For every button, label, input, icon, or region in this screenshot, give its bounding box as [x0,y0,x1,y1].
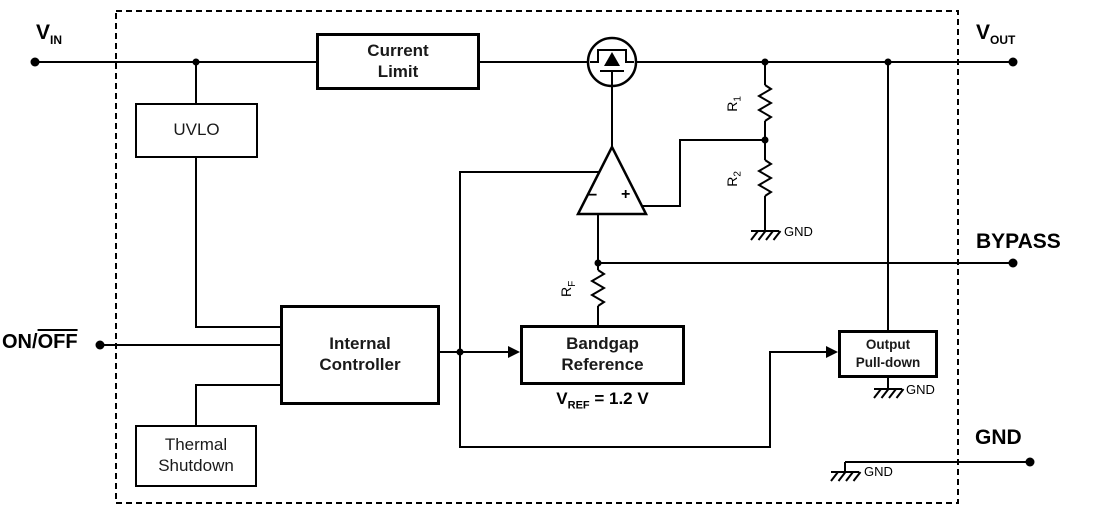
gnd-text-divider: GND [784,224,813,239]
pin-label-on-off: ON/OFF [2,331,78,354]
pin-label-bypass: BYPASS [976,230,1061,253]
block-uvlo: UVLO [135,103,258,158]
vref-symbol: V [556,389,568,408]
junction-dots [192,58,892,356]
ground-symbol-divider [750,220,782,241]
block-bandgap-reference: Bandgap Reference [520,325,685,385]
ic-boundary [115,10,959,504]
onoff-overlined: OFF [37,331,78,353]
signal-arrows [508,346,838,358]
block-current-limit: Current Limit [316,33,480,90]
resistor-label-rf: RF [558,281,578,297]
vout-symbol: V [976,21,991,44]
pin-terminal-dots [30,57,1035,467]
resistor-rf-icon [590,269,606,307]
vref-annotation: VREF = 1.2 V [500,389,705,411]
r1-subscript: 1 [732,96,744,102]
resistor-label-r2: R2 [724,171,744,187]
vref-value: = 1.2 V [589,389,649,408]
resistor-r2-icon [757,159,773,197]
resistor-r1-icon [757,84,773,122]
rf-symbol: R [558,286,575,298]
pin-label-gnd: GND [975,426,1022,449]
r1-symbol: R [723,101,740,112]
gnd-text-pin: GND [864,464,893,479]
amp-noninverting-input-sign: + [621,186,631,203]
block-internal-controller: Internal Controller [280,305,440,405]
r2-subscript: 2 [732,171,744,177]
ground-symbol-pulldown [873,378,905,399]
vin-symbol: V [36,21,51,44]
vin-subscript: IN [50,33,63,48]
pass-transistor-icon [586,36,638,88]
block-output-pulldown: Output Pull-down [838,330,938,378]
error-amplifier-icon [575,144,649,216]
vref-subscript: REF [567,399,590,412]
vout-subscript: OUT [990,33,1016,48]
block-thermal-shutdown: Thermal Shutdown [135,425,257,487]
onoff-prefix: ON/ [2,331,38,353]
gnd-text-pulldown: GND [906,382,935,397]
ground-symbol-pin [830,461,862,482]
amp-inverting-input-sign: − [588,187,598,204]
r2-symbol: R [723,176,740,187]
resistor-label-r1: R1 [724,96,744,112]
rf-subscript: F [567,280,579,287]
pin-label-vin: VIN [36,21,62,47]
pin-label-vout: VOUT [976,21,1015,47]
